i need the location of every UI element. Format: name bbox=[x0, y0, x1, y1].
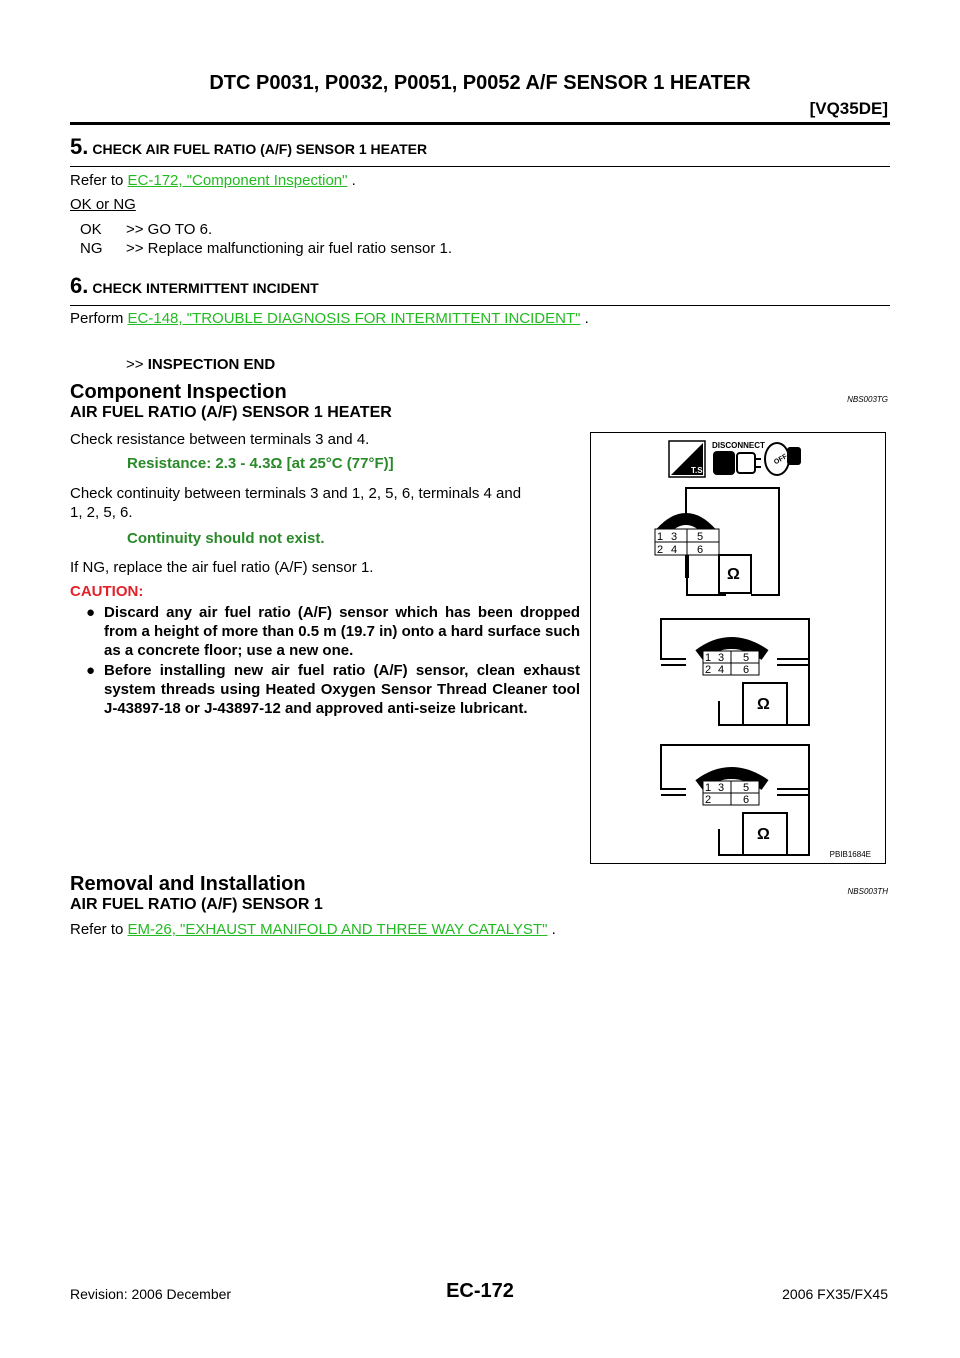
step-6-heading: 6.CHECK INTERMITTENT INCIDENT bbox=[70, 273, 890, 306]
svg-text:DISCONNECT: DISCONNECT bbox=[712, 441, 765, 450]
engine-model-tag: [VQ35DE] bbox=[809, 99, 888, 118]
perform-prefix: Perform bbox=[70, 310, 128, 327]
svg-text:6: 6 bbox=[697, 544, 703, 556]
check-resistance-text: Check resistance between terminals 3 and… bbox=[70, 431, 370, 448]
wiring-figure: T.S. DISCONNECT OFF 1 3 bbox=[590, 432, 886, 864]
step-5-refer: Refer to EC-172, "Component Inspection" … bbox=[70, 172, 356, 189]
step-number: 6. bbox=[70, 273, 89, 298]
continuity-spec: Continuity should not exist. bbox=[127, 530, 325, 547]
refer-prefix: Refer to bbox=[70, 921, 128, 938]
inspection-end: >> INSPECTION END bbox=[126, 356, 275, 373]
connector-diagram-3 bbox=[660, 744, 810, 856]
svg-text:2: 2 bbox=[705, 794, 711, 806]
exhaust-manifold-link[interactable]: EM-26, "EXHAUST MANIFOLD AND THREE WAY C… bbox=[127, 921, 548, 938]
svg-text:3: 3 bbox=[718, 652, 724, 664]
svg-text:3: 3 bbox=[718, 782, 724, 794]
ng-result: >> Replace malfunctioning air fuel ratio… bbox=[126, 240, 453, 257]
svg-text:1: 1 bbox=[705, 652, 711, 664]
ok-label: OK bbox=[80, 221, 102, 238]
refer-suffix: . bbox=[347, 172, 356, 189]
component-inspection-title: Component Inspection bbox=[70, 381, 287, 403]
svg-text:1: 1 bbox=[705, 782, 711, 794]
removal-refer: Refer to EM-26, "EXHAUST MANIFOLD AND TH… bbox=[70, 921, 556, 938]
page-title: DTC P0031, P0032, P0051, P0052 A/F SENSO… bbox=[209, 72, 751, 94]
svg-text:1: 1 bbox=[657, 531, 663, 543]
step-title: CHECK AIR FUEL RATIO (A/F) SENSOR 1 HEAT… bbox=[92, 141, 428, 157]
caution-heading: CAUTION: bbox=[70, 583, 144, 600]
step-6-perform: Perform EC-148, "TROUBLE DIAGNOSIS FOR I… bbox=[70, 310, 589, 327]
step-5-heading: 5.CHECK AIR FUEL RATIO (A/F) SENSOR 1 HE… bbox=[70, 134, 890, 167]
svg-text:5: 5 bbox=[743, 782, 749, 794]
check-continuity-text-1: Check continuity between terminals 3 and… bbox=[70, 485, 522, 502]
bullet-dot: ● bbox=[86, 662, 96, 679]
header-rule bbox=[70, 122, 890, 125]
disconnect-icon: DISCONNECT bbox=[712, 441, 765, 475]
caution-bullet: ● Discard any air fuel ratio (A/F) sensor… bbox=[86, 603, 580, 660]
svg-text:2: 2 bbox=[705, 664, 711, 676]
check-continuity-text-2: 1, 2, 5, 6. bbox=[70, 504, 133, 521]
refer-suffix: . bbox=[547, 921, 556, 938]
end-arrow: >> bbox=[126, 356, 144, 373]
connector-diagram-2 bbox=[660, 618, 810, 726]
svg-text:2: 2 bbox=[657, 544, 663, 556]
key-off-icon: OFF bbox=[764, 442, 801, 476]
connector-diagram-1 bbox=[654, 487, 780, 596]
svg-text:6: 6 bbox=[743, 664, 749, 676]
ng-label: NG bbox=[80, 240, 103, 257]
resistance-spec: Resistance: 2.3 - 4.3Ω [at 25°C (77°F)] bbox=[127, 455, 394, 472]
ts-icon: T.S. bbox=[668, 440, 706, 478]
removal-title: Removal and Installation bbox=[70, 873, 306, 895]
end-text: INSPECTION END bbox=[147, 356, 276, 373]
step-number: 5. bbox=[70, 134, 89, 159]
ohmmeter-symbol: Ω bbox=[757, 696, 770, 713]
svg-text:6: 6 bbox=[743, 794, 749, 806]
refer-prefix: Refer to bbox=[70, 172, 128, 189]
step-title: CHECK INTERMITTENT INCIDENT bbox=[92, 280, 319, 296]
figure-code: PBIB1684E bbox=[829, 850, 871, 859]
perform-suffix: . bbox=[580, 310, 589, 327]
component-inspection-code: NBS003TG bbox=[847, 395, 888, 404]
svg-text:3: 3 bbox=[671, 531, 677, 543]
if-ng-text: If NG, replace the air fuel ratio (A/F) … bbox=[70, 559, 374, 576]
component-inspection-subtitle: AIR FUEL RATIO (A/F) SENSOR 1 HEATER bbox=[70, 404, 392, 421]
bullet-dot: ● bbox=[86, 604, 96, 621]
svg-text:4: 4 bbox=[671, 544, 677, 556]
vehicle-model: 2006 FX35/FX45 bbox=[782, 1286, 888, 1302]
ok-or-ng-label: OK or NG bbox=[70, 196, 136, 213]
page-number: EC-172 bbox=[446, 1280, 514, 1302]
svg-text:5: 5 bbox=[743, 652, 749, 664]
bullet-text: Before installing new air fuel ratio (A/… bbox=[104, 662, 580, 717]
removal-subtitle: AIR FUEL RATIO (A/F) SENSOR 1 bbox=[70, 896, 323, 913]
removal-code: NBS003TH bbox=[847, 887, 888, 896]
intermittent-incident-link[interactable]: EC-148, "TROUBLE DIAGNOSIS FOR INTERMITT… bbox=[127, 310, 581, 327]
component-inspection-link[interactable]: EC-172, "Component Inspection" bbox=[127, 172, 348, 189]
svg-text:T.S.: T.S. bbox=[691, 466, 705, 475]
svg-text:4: 4 bbox=[718, 664, 724, 676]
ok-result: >> GO TO 6. bbox=[126, 221, 213, 238]
bullet-text: Discard any air fuel ratio (A/F) sensor … bbox=[104, 604, 580, 659]
caution-bullet: ● Before installing new air fuel ratio (A… bbox=[86, 661, 580, 718]
ohmmeter-symbol: Ω bbox=[757, 826, 770, 843]
ohmmeter-symbol: Ω bbox=[727, 566, 740, 583]
revision-date: Revision: 2006 December bbox=[70, 1286, 232, 1302]
terminal-check-diagram: T.S. DISCONNECT OFF 1 3 bbox=[654, 440, 810, 856]
svg-text:5: 5 bbox=[697, 531, 703, 543]
